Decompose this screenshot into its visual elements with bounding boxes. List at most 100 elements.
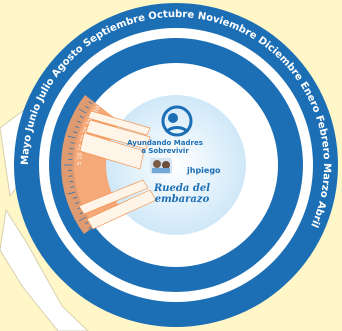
tick-mark bbox=[274, 131, 279, 134]
tick-mark bbox=[197, 266, 199, 271]
tick-mark bbox=[75, 201, 80, 205]
tick-mark bbox=[265, 216, 274, 222]
tick-mark bbox=[268, 211, 273, 215]
tick-mark bbox=[78, 216, 87, 222]
window-trimester bbox=[78, 179, 149, 215]
tick-mark bbox=[69, 180, 74, 183]
tick-mark bbox=[232, 252, 236, 256]
tick-mark bbox=[276, 191, 285, 195]
tick-mark bbox=[270, 206, 275, 210]
tick-mark bbox=[77, 120, 82, 124]
tick-mark bbox=[274, 196, 279, 199]
tick-mark bbox=[272, 125, 277, 129]
tick-mark bbox=[142, 263, 145, 268]
window-conception bbox=[85, 119, 151, 150]
tick-mark bbox=[241, 80, 245, 85]
tick-mark bbox=[268, 115, 273, 119]
tick-mark bbox=[253, 234, 257, 238]
tick-mark bbox=[126, 257, 130, 262]
tick-mark bbox=[277, 142, 282, 144]
tick-mark bbox=[73, 196, 78, 199]
tick-mark bbox=[212, 64, 216, 69]
tick-mark bbox=[249, 238, 256, 245]
tick-mark bbox=[96, 85, 103, 92]
tick-mark bbox=[91, 96, 96, 100]
tick-mark bbox=[241, 245, 245, 250]
tick-mark bbox=[75, 125, 80, 129]
tick-mark bbox=[197, 59, 199, 64]
tick-mark bbox=[146, 265, 150, 274]
tick-mark bbox=[222, 68, 226, 73]
tick-mark bbox=[153, 266, 155, 271]
tick-mark bbox=[272, 201, 277, 205]
tick-mark bbox=[263, 105, 267, 109]
paper-shape bbox=[0, 208, 89, 331]
tick-mark bbox=[227, 67, 233, 76]
tick-mark bbox=[103, 242, 107, 246]
tick-mark bbox=[249, 85, 256, 92]
tick-mark bbox=[112, 77, 116, 82]
tick-mark bbox=[142, 62, 145, 67]
tick-mark bbox=[70, 142, 75, 144]
tick-mark bbox=[270, 120, 275, 124]
tick-mark bbox=[107, 80, 111, 85]
tick-mark bbox=[116, 74, 120, 78]
tick-mark bbox=[259, 225, 264, 229]
tick-mark bbox=[73, 131, 78, 134]
window-period bbox=[79, 132, 145, 170]
tick-mark bbox=[131, 66, 135, 71]
tick-mark bbox=[146, 56, 150, 65]
tick-mark bbox=[276, 135, 285, 139]
tick-mark bbox=[107, 245, 111, 250]
tick-mark bbox=[119, 254, 125, 263]
tick-mark bbox=[85, 221, 89, 225]
tick-mark bbox=[158, 58, 161, 63]
tick-mark bbox=[136, 261, 140, 266]
tick-mark bbox=[78, 108, 87, 114]
tick-mark bbox=[158, 267, 161, 272]
window-recommended bbox=[87, 110, 151, 136]
tick-mark bbox=[278, 147, 283, 150]
tick-mark bbox=[153, 59, 155, 64]
tick-mark bbox=[126, 68, 130, 73]
tick-mark bbox=[207, 62, 210, 67]
tick-mark bbox=[88, 101, 93, 105]
tick-mark bbox=[253, 92, 257, 96]
tick-mark bbox=[136, 64, 140, 69]
tick-marks bbox=[64, 53, 288, 277]
tick-mark bbox=[202, 56, 206, 65]
tick-mark bbox=[256, 96, 261, 100]
tick-mark bbox=[278, 180, 283, 183]
tick-mark bbox=[207, 263, 210, 268]
tick-mark bbox=[95, 92, 99, 96]
tick-mark bbox=[245, 84, 249, 88]
tick-mark bbox=[236, 248, 240, 253]
tick-mark bbox=[259, 101, 264, 105]
tick-mark bbox=[263, 221, 267, 225]
tick-mark bbox=[217, 66, 221, 71]
tick-mark bbox=[69, 147, 74, 150]
tick-mark bbox=[79, 115, 84, 119]
tick-mark bbox=[256, 230, 261, 234]
tick-mark bbox=[227, 254, 233, 263]
tick-mark bbox=[85, 105, 89, 109]
mother-logo-icon bbox=[161, 105, 193, 137]
tick-mark bbox=[202, 265, 206, 274]
tick-mark bbox=[70, 186, 75, 188]
tick-mark bbox=[112, 248, 116, 253]
tick-mark bbox=[67, 135, 76, 139]
tick-mark bbox=[232, 74, 236, 78]
tick-mark bbox=[95, 234, 99, 238]
tick-mark bbox=[265, 108, 274, 114]
tick-mark bbox=[67, 191, 76, 195]
tick-mark bbox=[245, 242, 249, 246]
tick-mark bbox=[131, 259, 135, 264]
tick-mark bbox=[96, 238, 103, 245]
window-due-date bbox=[86, 189, 157, 230]
tick-mark bbox=[103, 84, 107, 88]
tick-mark bbox=[236, 77, 240, 82]
tick-mark bbox=[222, 257, 226, 262]
tick-mark bbox=[119, 67, 125, 76]
